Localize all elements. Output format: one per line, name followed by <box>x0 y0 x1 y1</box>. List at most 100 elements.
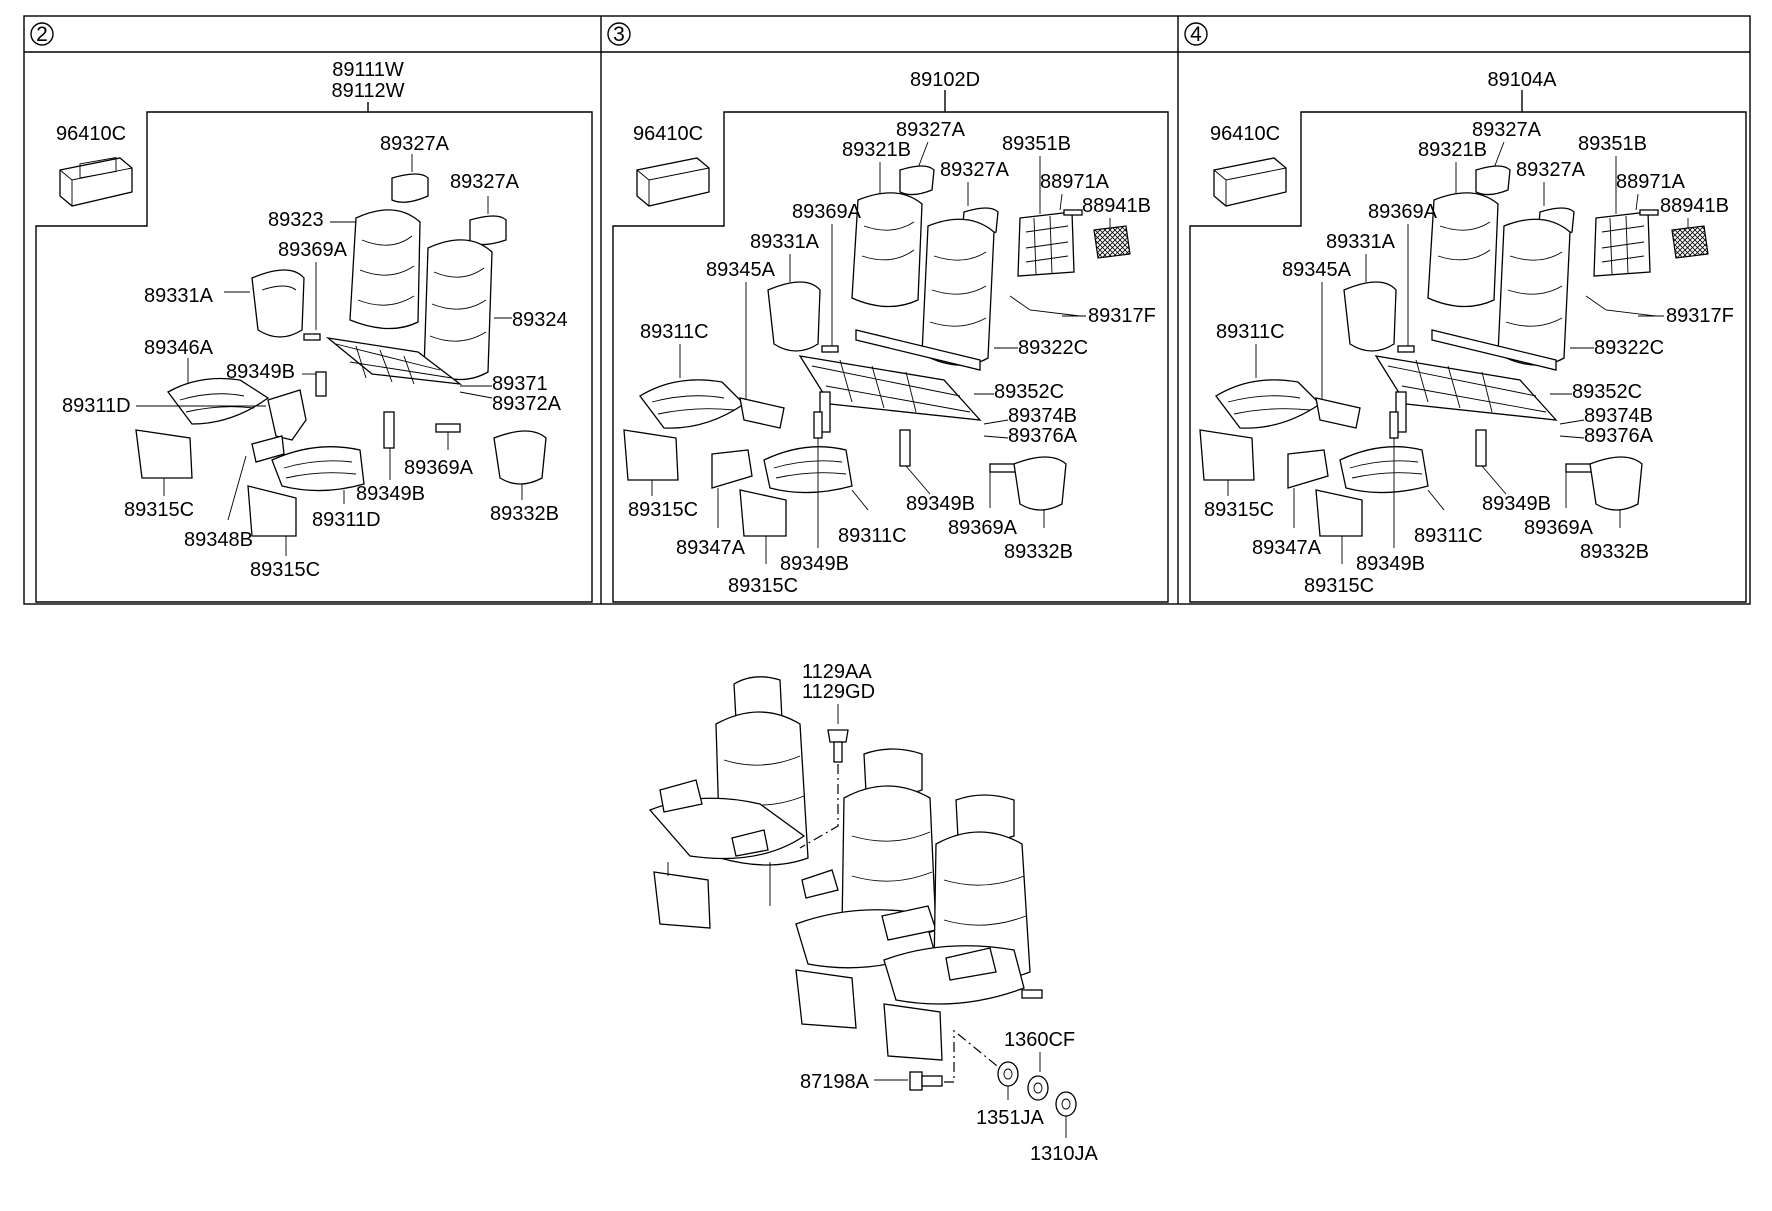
console-lid-part <box>739 397 785 429</box>
part-label: 89369A <box>404 457 474 479</box>
part-label: 89369A <box>1368 201 1438 223</box>
part-label: 89351B <box>1578 133 1647 155</box>
part-label: 89327A <box>940 159 1010 181</box>
seat-switch-part <box>59 157 133 207</box>
side-trim-part <box>1013 456 1067 511</box>
armrest-part <box>767 281 821 352</box>
side-trim-part <box>1589 456 1643 511</box>
bolt-part <box>303 333 321 341</box>
part-label: 89332B <box>1580 541 1649 563</box>
part-label: 89374B <box>1584 405 1653 427</box>
part-label: 89369A <box>948 517 1018 539</box>
side-cover-part <box>247 485 297 537</box>
part-label: 89315C <box>250 559 320 581</box>
headrest-pad-part <box>899 165 935 196</box>
part-label: 1360CF <box>1004 1029 1075 1051</box>
part-label: 1310JA <box>1030 1143 1098 1165</box>
part-label: 89332B <box>490 503 559 525</box>
part-label: 89315C <box>728 575 798 597</box>
side-cover-part <box>1199 429 1255 481</box>
seat-switch-part <box>636 157 710 207</box>
console-part <box>251 435 285 463</box>
part-label: 87198A <box>800 1071 870 1093</box>
part-label: 89327A <box>380 133 450 155</box>
bolt-part <box>1565 463 1593 473</box>
part-label: 89311C <box>838 525 907 547</box>
seat-frame-part <box>325 336 463 385</box>
nut-part <box>1055 1091 1077 1117</box>
panel-number-badge: 3 <box>607 22 631 46</box>
single-seat-illustration <box>648 676 809 929</box>
seat-overview: 1129AA 1129GD 87198A 1360CF 1351JA <box>648 661 1098 1165</box>
part-label: 89322C <box>1594 337 1664 359</box>
bolt-part <box>1397 345 1415 353</box>
bolt-part <box>909 1071 943 1091</box>
part-label: 89376A <box>1584 425 1654 447</box>
part-label: 89317F <box>1666 305 1734 327</box>
net-pocket-part <box>1671 225 1709 259</box>
part-label: 89331A <box>750 231 820 253</box>
part-label: 89349B <box>1482 493 1551 515</box>
part-label: 89352C <box>994 381 1064 403</box>
headrest-pad-part <box>1475 165 1511 196</box>
part-label: 89327A <box>1472 119 1542 141</box>
assembly-bracket <box>612 111 1169 603</box>
part-label: 89348B <box>184 529 253 551</box>
support-leg-part <box>899 429 911 467</box>
part-label: 89315C <box>628 499 698 521</box>
part-label: 89374B <box>1008 405 1077 427</box>
side-cover-part <box>135 429 193 479</box>
seat-back-part <box>423 239 493 381</box>
support-leg-part <box>1475 429 1487 467</box>
part-label: 89327A <box>450 171 520 193</box>
washer-part <box>997 1061 1019 1087</box>
seat-switch-part <box>1213 157 1287 207</box>
assembly-bracket <box>35 111 593 603</box>
console-part <box>1287 449 1329 489</box>
part-label: 89311D <box>62 395 131 417</box>
part-label: 89345A <box>706 259 776 281</box>
seat-back-part <box>1427 192 1499 308</box>
part-label: 89345A <box>1282 259 1352 281</box>
part-label: 1129GD <box>802 681 875 703</box>
seat-frame-part <box>798 355 982 421</box>
bolt-part <box>827 729 849 763</box>
part-label: 89322C <box>1018 337 1088 359</box>
part-label: 89352C <box>1572 381 1642 403</box>
part-label: 96410C <box>56 123 126 145</box>
part-label: 89369A <box>278 239 348 261</box>
part-label: 89315C <box>1204 499 1274 521</box>
headrest-pad-part <box>469 215 507 246</box>
assembly-number: 89102D <box>910 69 980 91</box>
part-label: 89321B <box>842 139 911 161</box>
part-label: 89349B <box>1356 553 1425 575</box>
part-label: 89311C <box>1414 525 1483 547</box>
part-label: 89351B <box>1002 133 1071 155</box>
assembly-bracket <box>1189 111 1747 603</box>
part-label: 89311C <box>1216 321 1285 343</box>
net-pocket-part <box>1093 225 1131 259</box>
panel-4: 4 89104A 96410C 89327A 89321B 89351B 893… <box>1184 22 1747 603</box>
part-label: 96410C <box>633 123 703 145</box>
part-label: 89372A <box>492 393 562 415</box>
part-label: 89347A <box>1252 537 1322 559</box>
part-label: 88971A <box>1616 171 1686 193</box>
assembly-number: 89104A <box>1488 69 1558 91</box>
part-label: 89331A <box>1326 231 1396 253</box>
part-label: 89315C <box>124 499 194 521</box>
panels-frame <box>23 15 1751 605</box>
part-label: 89331A <box>144 285 214 307</box>
part-label: 89349B <box>780 553 849 575</box>
support-leg-part <box>1389 411 1399 439</box>
part-label: 89346A <box>144 337 214 359</box>
clip-part <box>1063 209 1083 216</box>
seat-frame-part <box>1374 355 1558 421</box>
seat-back-frame-part <box>1017 211 1075 277</box>
part-label: 89349B <box>906 493 975 515</box>
panel-number: 3 <box>613 23 625 46</box>
part-label: 1351JA <box>976 1107 1044 1129</box>
part-label: 89376A <box>1008 425 1078 447</box>
crossbar-part <box>855 329 981 371</box>
seat-back-part <box>851 192 923 308</box>
